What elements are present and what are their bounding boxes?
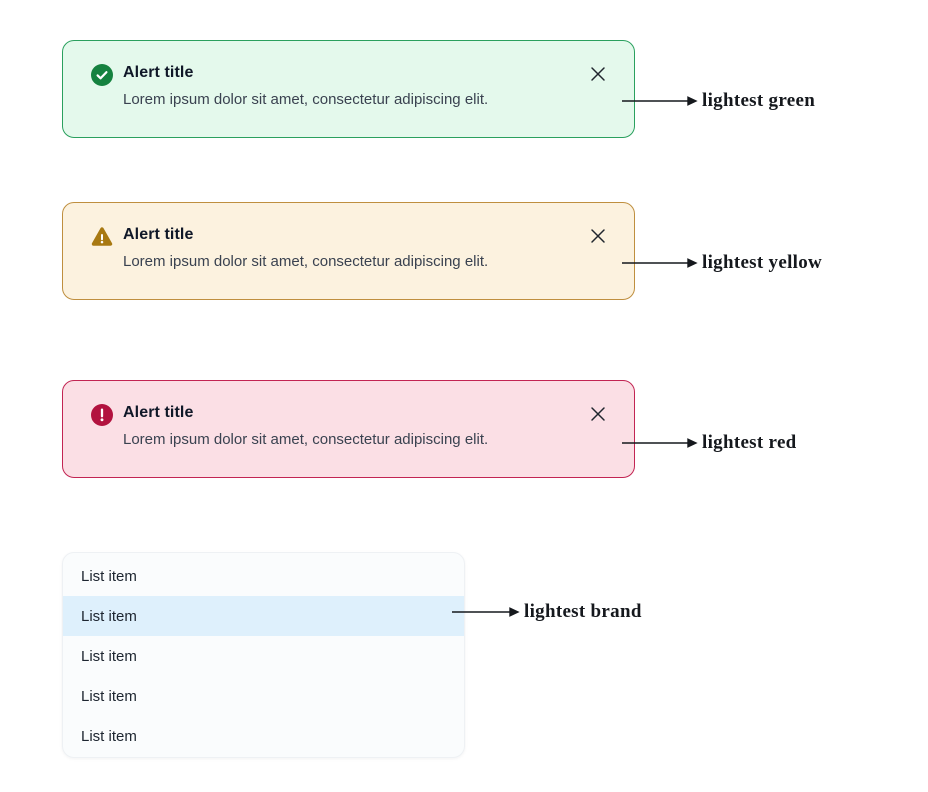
list-item[interactable]: List item xyxy=(81,647,137,665)
error-circle-icon xyxy=(91,404,113,426)
list-item[interactable]: List item xyxy=(81,727,137,745)
annotation-lightest-yellow: lightest yellow xyxy=(702,252,823,273)
alert-description: Lorem ipsum dolor sit amet, consectetur … xyxy=(123,91,489,108)
close-icon xyxy=(591,229,605,243)
alert-content: Alert title Lorem ipsum dolor sit amet, … xyxy=(123,402,488,451)
alert-description: Lorem ipsum dolor sit amet, consectetur … xyxy=(123,431,489,448)
annotation-lightest-brand: lightest brand xyxy=(524,601,642,622)
list-item[interactable]: List item xyxy=(81,687,137,705)
alert-content: Alert title Lorem ipsum dolor sit amet, … xyxy=(123,62,488,111)
alert-content: Alert title Lorem ipsum dolor sit amet, … xyxy=(123,224,488,273)
list-item-selected[interactable]: List item xyxy=(63,596,464,636)
warning-triangle-icon xyxy=(91,226,113,248)
list: List item List item List item List item … xyxy=(62,552,465,758)
alert-success: Alert title Lorem ipsum dolor sit amet, … xyxy=(62,40,635,138)
alert-warning: Alert title Lorem ipsum dolor sit amet, … xyxy=(62,202,635,300)
close-button[interactable] xyxy=(588,404,608,424)
list-item[interactable]: List item xyxy=(81,567,137,585)
alert-title: Alert title xyxy=(123,404,194,421)
alert-description: Lorem ipsum dolor sit amet, consectetur … xyxy=(123,253,489,270)
alert-title: Alert title xyxy=(123,226,194,243)
annotation-lightest-red: lightest red xyxy=(702,432,797,453)
annotation-lightest-green: lightest green xyxy=(702,90,816,111)
close-button[interactable] xyxy=(588,226,608,246)
alert-error: Alert title Lorem ipsum dolor sit amet, … xyxy=(62,380,635,478)
close-icon xyxy=(591,67,605,81)
alert-title: Alert title xyxy=(123,64,194,81)
close-button[interactable] xyxy=(588,64,608,84)
close-icon xyxy=(591,407,605,421)
check-circle-icon xyxy=(91,64,113,86)
